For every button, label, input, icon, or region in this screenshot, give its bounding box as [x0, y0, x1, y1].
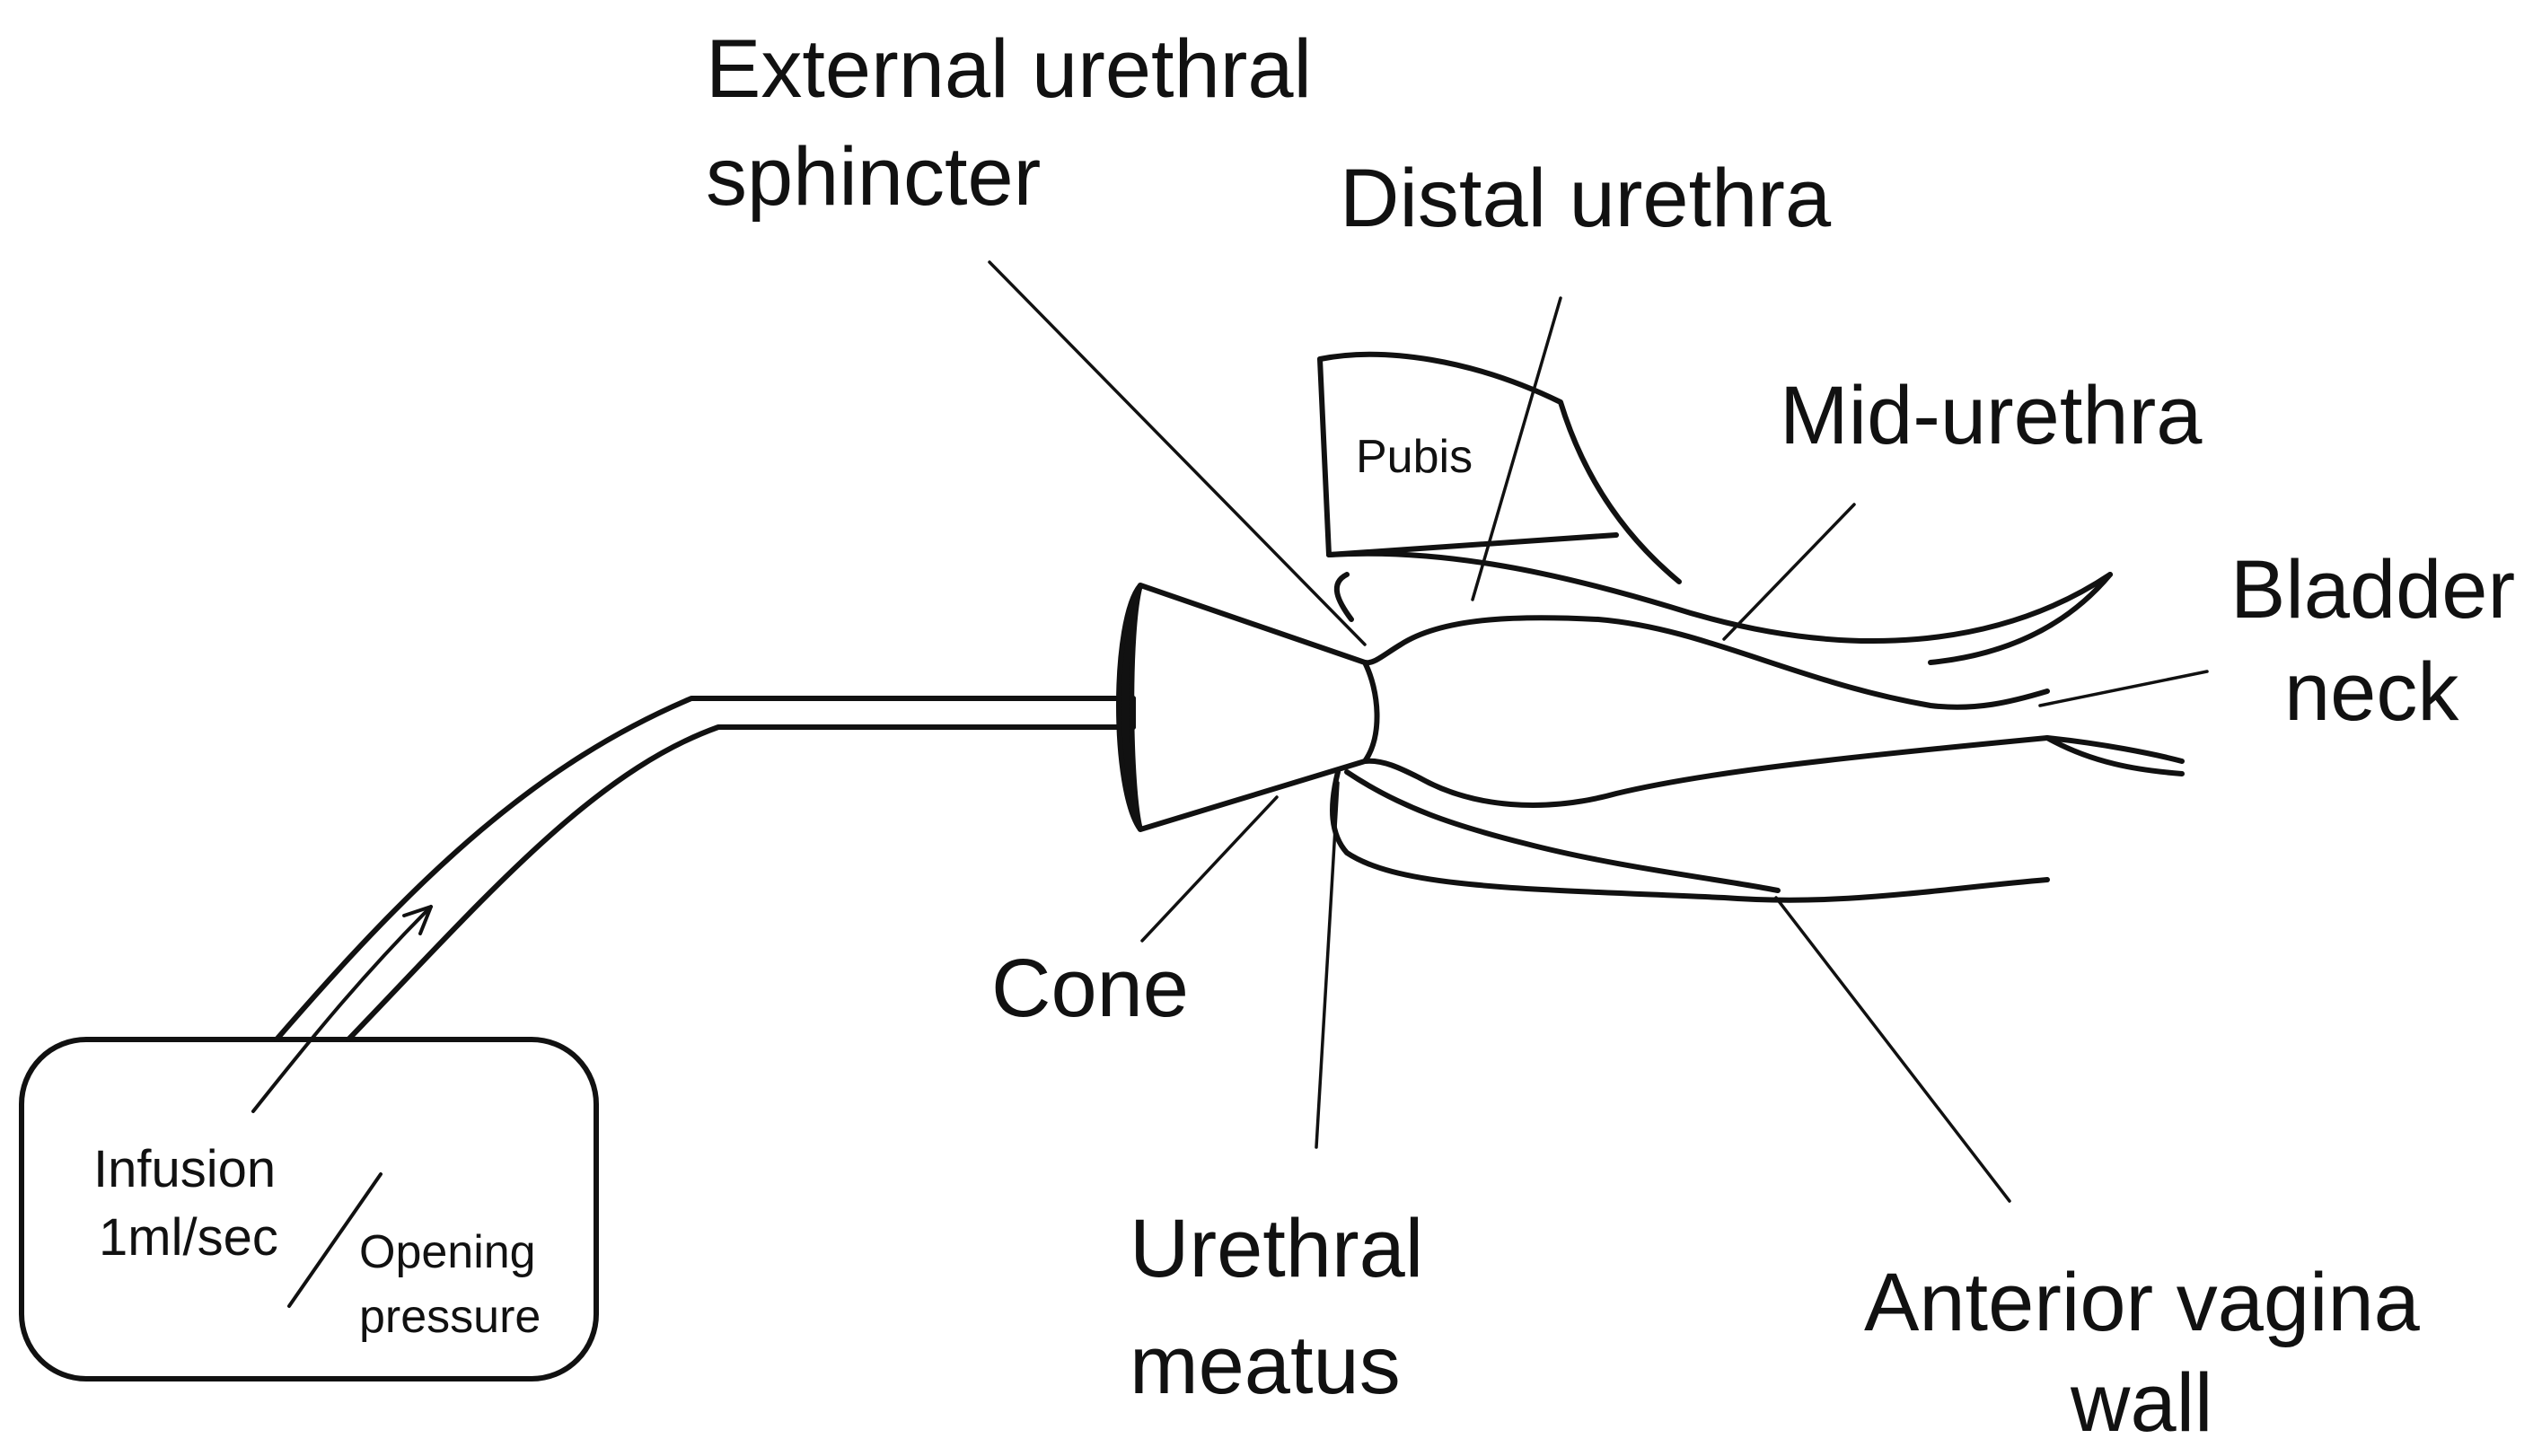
tube-upper-wall — [274, 696, 1136, 1042]
urethra-upper-tip — [1928, 572, 2113, 665]
sphincter-upper-curl — [1333, 572, 1354, 622]
urethra-lower-outer-tip — [2045, 735, 2185, 764]
label-external-urethral-sphincter-line1: External urethral — [706, 23, 1312, 115]
urethra-bottom-wall — [1344, 769, 1781, 893]
labels: External urethral sphincter Distal ureth… — [93, 23, 2515, 1449]
label-urethral-meatus-line2: meatus — [1130, 1320, 1401, 1411]
device-divider-line — [287, 1172, 383, 1308]
urethra-upper-outer-wall — [1326, 550, 2113, 644]
label-external-urethral-sphincter-line2: sphincter — [706, 131, 1041, 223]
leader-urethral-meatus — [1315, 781, 1340, 1149]
leader-external-urethral-sphincter — [988, 260, 1367, 646]
pubis-outline — [1317, 351, 1682, 584]
urethra-lower-inner-wall — [1362, 735, 2185, 808]
anterior-vagina-wall-outline — [1330, 769, 2050, 903]
label-mid-urethra: Mid-urethra — [1780, 370, 2203, 461]
label-opening-pressure-line2: pressure — [359, 1291, 541, 1343]
label-anterior-vagina-wall-line2: wall — [2070, 1357, 2212, 1449]
leader-anterior-vagina-wall — [1774, 896, 2011, 1203]
cone — [1116, 583, 1380, 832]
leader-cone — [1140, 795, 1279, 943]
leader-mid-urethra — [1722, 503, 1856, 641]
label-urethral-meatus-line1: Urethral — [1130, 1203, 1423, 1294]
label-bladder-neck-line1: Bladder — [2230, 544, 2515, 636]
urethra-upper-inner-wall — [1362, 615, 2050, 710]
infusion-tube — [251, 696, 1136, 1113]
flow-arrow-head — [402, 905, 433, 935]
label-pubis: Pubis — [1356, 431, 1473, 483]
tube-lower-wall — [346, 724, 1136, 1042]
label-infusion-line1: Infusion — [93, 1140, 276, 1198]
leader-bladder-neck — [2038, 670, 2209, 707]
label-bladder-neck-line2: neck — [2284, 646, 2459, 738]
cone-body — [1138, 583, 1380, 832]
flow-arrow-line — [251, 905, 433, 1113]
leader-lines — [988, 260, 2209, 1203]
urethra — [1326, 550, 2185, 903]
leader-distal-urethra — [1471, 296, 1562, 601]
cone-base-cap — [1116, 583, 1143, 831]
label-cone: Cone — [991, 943, 1189, 1034]
label-infusion-line2: 1ml/sec — [99, 1208, 278, 1267]
label-distal-urethra: Distal urethra — [1340, 153, 1832, 244]
label-anterior-vagina-wall-line1: Anterior vagina — [1864, 1257, 2421, 1348]
label-opening-pressure-line1: Opening — [359, 1226, 536, 1278]
